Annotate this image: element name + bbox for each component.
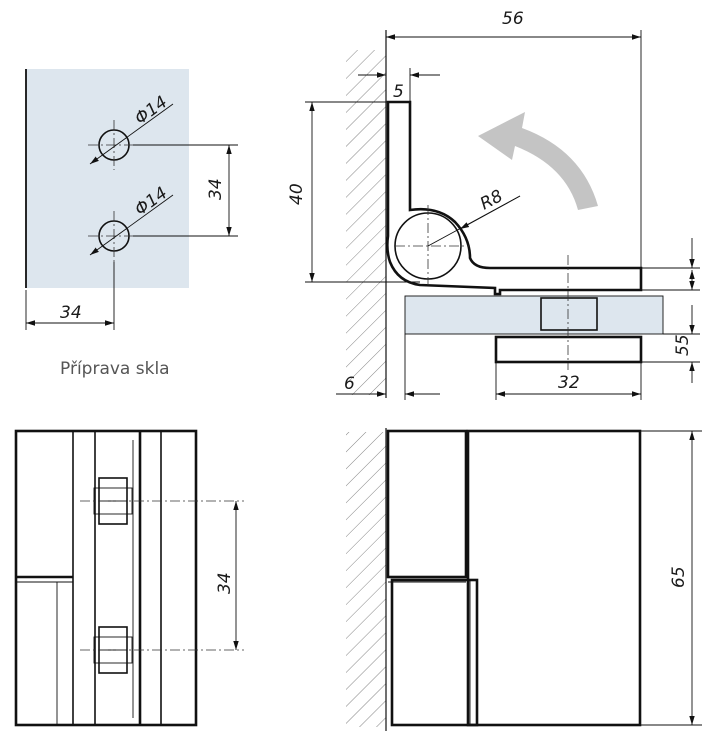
glass-pane [404,295,664,335]
front-view: 34 [14,429,244,727]
top-wall-hatch [346,432,386,727]
clamp-width-label: 32 [558,373,580,393]
glass-gap-label: 6 [344,374,355,394]
hinge-body [386,100,643,296]
front-hole-spacing-label: 34 [215,572,235,594]
top-leaf [386,429,468,579]
top-height-label: 65 [669,566,689,588]
hole-spacing-label: 34 [206,178,226,200]
overall-width-label: 56 [502,9,524,29]
radius-label: R8 [477,186,507,214]
side-view: 56 5 40 R8 6 32 55 [287,9,700,400]
hole-offset-label: 34 [60,303,82,323]
wall-hatch [346,50,386,395]
top-lower-leaf [390,578,479,727]
clamp-height-label: 55 [673,334,693,356]
plate-thickness-label: 5 [393,82,404,102]
rotation-arrow [478,112,598,210]
glass-prep-caption: Příprava skla [60,359,170,379]
clamp-plate [494,335,643,364]
top-view: 65 [346,428,702,731]
height-label: 40 [287,183,307,205]
glass-prep-view: Φ14 Φ14 34 34 Příprava skla [25,69,238,379]
top-plate [466,429,642,727]
clamp-bolt [540,297,598,331]
glass-panel [26,69,189,288]
